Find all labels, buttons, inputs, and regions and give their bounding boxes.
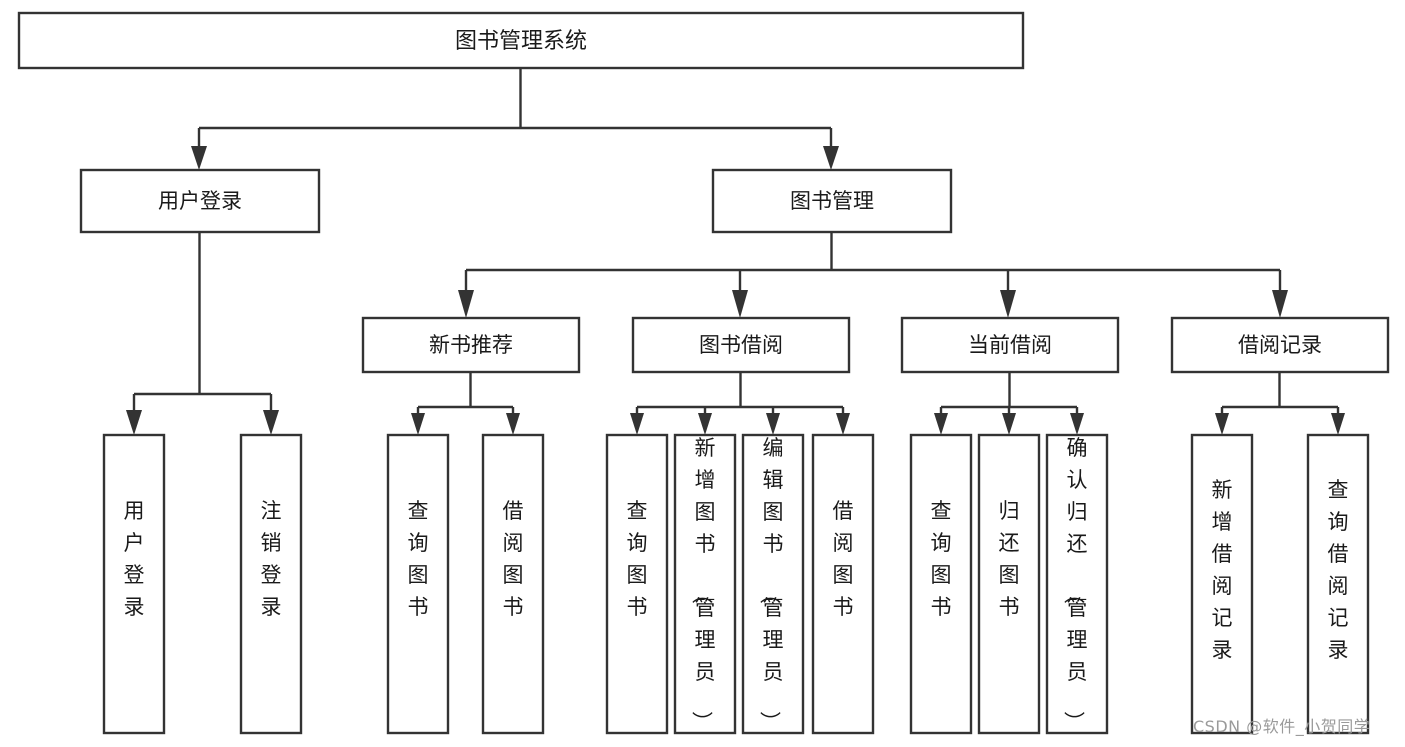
arrow-head-icon (934, 413, 948, 435)
arrow-head-icon (823, 146, 839, 170)
leaf-logout-label: 注销登录 (261, 499, 282, 619)
arrow-head-icon (126, 410, 142, 435)
leaf-borrow-do-label: 借阅图书 (833, 499, 854, 619)
arrow-head-icon (1070, 413, 1084, 435)
arrow-head-icon (506, 413, 520, 435)
leaf-node[interactable]: 查询图书 (605, 433, 669, 735)
leaf-node[interactable]: 注销登录 (239, 433, 303, 735)
leaf-current-query-label: 查询图书 (931, 499, 952, 619)
node-user-login-box[interactable] (79, 168, 321, 234)
leaf-borrow-edit-box[interactable] (741, 433, 805, 735)
leaf-borrow-query-box[interactable] (605, 433, 669, 735)
leaf-newbook-query-box[interactable] (386, 433, 450, 735)
leaf-newbook-query-label: 查询图书 (408, 499, 429, 619)
leaf-node[interactable]: 新增借阅记录 (1190, 433, 1254, 735)
node-root-label: 图书管理系统 (455, 29, 587, 54)
leaf-record-add-label: 新增借阅记录 (1212, 478, 1233, 662)
node-borrow-record-label: 借阅记录 (1238, 333, 1322, 357)
leaf-logout-box[interactable] (239, 433, 303, 735)
node-new-book-recommend-box[interactable] (361, 316, 581, 374)
arrow-head-icon (766, 413, 780, 435)
leaf-user-login-box[interactable] (102, 433, 166, 735)
arrow-head-icon (732, 290, 748, 318)
leaf-node[interactable]: 确认归还（管理员） (1045, 433, 1109, 735)
leaf-current-confirm-label: 确认归还（管理员） (1062, 436, 1088, 732)
leaf-node[interactable]: 查询图书 (386, 433, 450, 735)
arrow-head-icon (698, 413, 712, 435)
leaf-newbook-borrow-label: 借阅图书 (503, 499, 524, 619)
node-borrow-record-box[interactable] (1170, 316, 1390, 374)
leaf-node[interactable]: 查询图书 (909, 433, 973, 735)
arrow-head-icon (263, 410, 279, 435)
node-new-book-recommend-label: 新书推荐 (429, 333, 513, 357)
leaf-current-query-box[interactable] (909, 433, 973, 735)
leaf-node[interactable]: 用户登录 (102, 433, 166, 735)
arrow-head-icon (630, 413, 644, 435)
node-root-box[interactable] (17, 11, 1025, 70)
leaf-borrow-query-label: 查询图书 (627, 499, 648, 619)
leaf-borrow-edit-label: 编辑图书（管理员） (758, 436, 784, 732)
connector-group (126, 68, 1345, 435)
leaf-record-query-label: 查询借阅记录 (1328, 478, 1349, 662)
arrow-head-icon (411, 413, 425, 435)
arrow-head-icon (1000, 290, 1016, 318)
leaf-borrow-add-box[interactable] (673, 433, 737, 735)
leaf-current-return-box[interactable] (977, 433, 1041, 735)
arrow-head-icon (1331, 413, 1345, 435)
leaf-borrow-do-box[interactable] (811, 433, 875, 735)
arrow-head-icon (191, 146, 207, 170)
leaf-record-query-box[interactable] (1306, 433, 1370, 735)
node-current-borrow-label: 当前借阅 (968, 333, 1052, 357)
arrow-head-icon (1272, 290, 1288, 318)
node-root[interactable]: 图书管理系统 (17, 11, 1025, 70)
leaf-current-return-label: 归还图书 (999, 499, 1020, 619)
node-new-book-recommend[interactable]: 新书推荐 (361, 316, 581, 374)
leaf-borrow-add-label: 新增图书（管理员） (690, 436, 716, 732)
leaf-node[interactable]: 借阅图书 (811, 433, 875, 735)
leaf-node[interactable]: 归还图书 (977, 433, 1041, 735)
arrow-head-icon (836, 413, 850, 435)
node-book-manage-box[interactable] (711, 168, 953, 234)
leaf-node[interactable]: 新增图书（管理员） (673, 433, 737, 735)
node-user-login[interactable]: 用户登录 (79, 168, 321, 234)
node-book-manage-label: 图书管理 (790, 189, 874, 213)
node-borrow-record[interactable]: 借阅记录 (1170, 316, 1390, 374)
arrow-head-icon (458, 290, 474, 318)
leaf-node[interactable]: 查询借阅记录 (1306, 433, 1370, 735)
node-book-manage[interactable]: 图书管理 (711, 168, 953, 234)
node-book-borrow-label: 图书借阅 (699, 333, 783, 357)
node-current-borrow[interactable]: 当前借阅 (900, 316, 1120, 374)
arrow-head-icon (1002, 413, 1016, 435)
leaf-current-confirm-box[interactable] (1045, 433, 1109, 735)
leaf-record-add-box[interactable] (1190, 433, 1254, 735)
leaf-newbook-borrow-box[interactable] (481, 433, 545, 735)
node-book-borrow-box[interactable] (631, 316, 851, 374)
leaf-node[interactable]: 编辑图书（管理员） (741, 433, 805, 735)
arrow-head-icon (1215, 413, 1229, 435)
node-book-borrow[interactable]: 图书借阅 (631, 316, 851, 374)
node-current-borrow-box[interactable] (900, 316, 1120, 374)
leaf-node[interactable]: 借阅图书 (481, 433, 545, 735)
leaf-user-login-label: 用户登录 (124, 499, 145, 619)
node-user-login-label: 用户登录 (158, 189, 242, 213)
